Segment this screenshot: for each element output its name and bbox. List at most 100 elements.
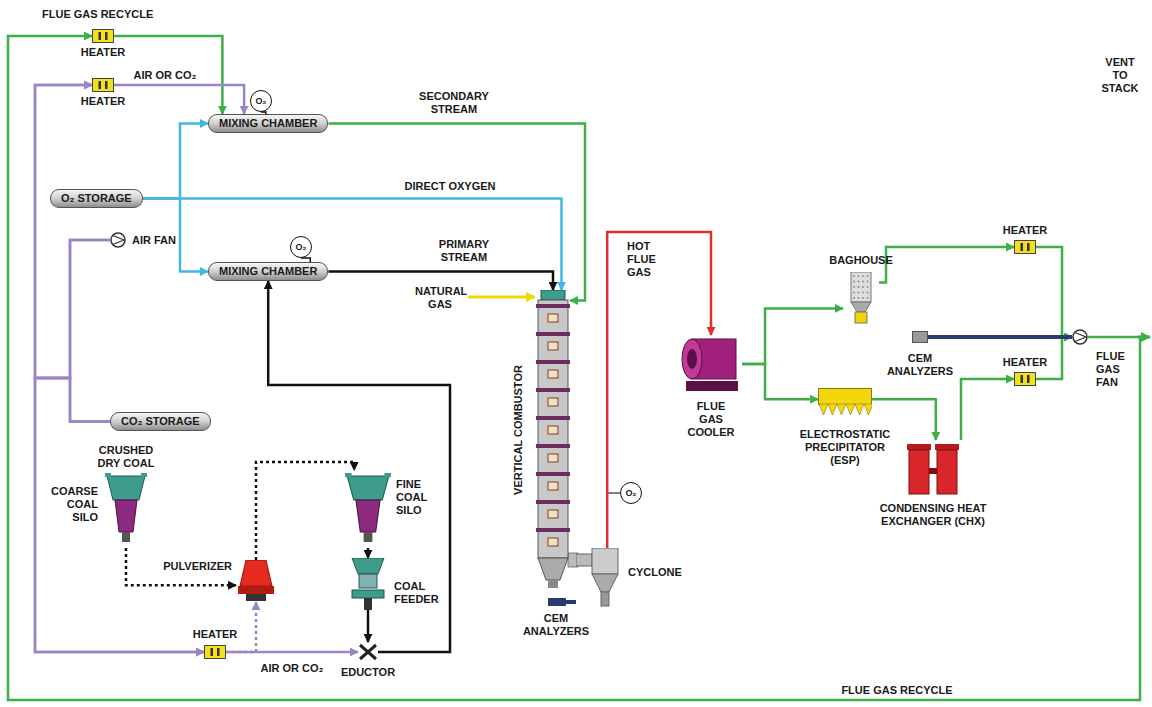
node-label: PULVERIZER (163, 560, 232, 573)
flow-line (268, 281, 450, 652)
flow-line (35, 240, 204, 652)
stream-label: PRIMARY STREAM (430, 238, 498, 264)
condensing-heat-exchanger: CONDENSING HEAT EXCHANGER (CHX) (905, 440, 961, 496)
vessel-box: MIXING CHAMBER (208, 114, 328, 133)
coal-feeder-shape (348, 558, 388, 610)
node-label: EDUCTOR (341, 666, 395, 679)
flow-line (961, 379, 1014, 440)
node-label: CRUSHED DRY COAL (93, 444, 159, 470)
cem-analyzer: CEM ANALYZERS (912, 331, 928, 343)
flow-line (742, 364, 818, 399)
flow-line (143, 199, 562, 291)
heater-symbol: HEATER (1014, 240, 1036, 254)
note-label: FLUE GAS RECYCLE (40, 8, 155, 21)
coal-silo-shape (345, 470, 391, 548)
vertical-combustor: VERTICAL COMBUSTOR (536, 290, 570, 590)
vent-arrow (1138, 336, 1150, 339)
eductor-symbol-shape (358, 642, 378, 662)
fan-symbol-shape (1072, 329, 1088, 345)
flow-line (126, 548, 236, 585)
node-label: HEATER (1003, 224, 1047, 237)
flow-line (143, 124, 208, 199)
node-label: ELECTROSTATIC PRECIPITATOR (ESP) (795, 428, 895, 467)
node-label: FLUE GAS COOLER (686, 400, 736, 439)
node-label: MIXING CHAMBER (219, 265, 317, 277)
flow-line (114, 85, 244, 114)
flow-line (256, 462, 354, 560)
baghouse: BAGHOUSE (843, 272, 879, 324)
note-label: VENT TO STACK (1096, 56, 1145, 95)
vertical-combustor-shape (536, 290, 570, 590)
flow-line (1036, 247, 1072, 337)
heater-symbol-shape (92, 29, 114, 43)
node-label: HEATER (1003, 356, 1047, 369)
node-label: O₂ (296, 241, 307, 254)
heater-symbol-shape (204, 645, 226, 659)
heater-symbol: HEATER (204, 645, 226, 659)
coal-silo: FINE COAL SILO (345, 470, 391, 548)
stream-label: SECONDARY STREAM (412, 90, 496, 116)
flow-line (566, 600, 576, 604)
node-label: CEM ANALYZERS (885, 352, 955, 378)
flow-line (328, 124, 585, 301)
flow-line (226, 602, 256, 652)
node-label: O₂ STORAGE (61, 192, 132, 204)
node-label: MIXING CHAMBER (219, 117, 317, 129)
flue-gas-cooler: FLUE GAS COOLER (680, 335, 742, 393)
o2-sensor: O₂ (250, 90, 272, 112)
fan-symbol: AIR FAN (110, 232, 126, 248)
flow-line (114, 36, 222, 114)
heater-symbol: HEATER (92, 29, 114, 43)
heater-symbol: HEATER (92, 78, 114, 92)
node-label: O₂ (626, 487, 637, 500)
note-label: FLUE GAS RECYCLE (839, 684, 954, 697)
flow-line (742, 308, 843, 364)
flow-line (8, 36, 1140, 700)
stream-label: AIR OR CO₂ (132, 69, 199, 82)
stream-label: AIR OR CO₂ (259, 662, 326, 675)
heater-symbol: HEATER (1014, 372, 1036, 386)
cem-analyzer: CEM ANALYZERS (548, 598, 566, 606)
cem-analyzer-shape (548, 598, 566, 606)
flow-line (35, 85, 110, 378)
node-label: CEM ANALYZERS (521, 612, 591, 638)
baghouse-shape (843, 272, 879, 324)
pulverizer-shape (236, 560, 276, 602)
fan-symbol: FLUE GAS FAN (1072, 329, 1088, 345)
cyclone: CYCLONE (576, 548, 624, 608)
eductor-symbol: EDUCTOR (358, 642, 378, 662)
flow-line (928, 335, 1072, 339)
coal-silo-shape (105, 470, 147, 548)
natural-gas-line (468, 296, 535, 299)
stream-label: DIRECT OXYGEN (402, 180, 497, 193)
node-label: CYCLONE (628, 566, 682, 579)
node-label: FLUE GAS FAN (1096, 350, 1136, 389)
node-label: CO₂ STORAGE (121, 415, 200, 427)
flow-line (879, 247, 1014, 282)
node-label: COARSE COAL SILO (43, 485, 98, 524)
vessel-box: MIXING CHAMBER (208, 262, 328, 281)
node-label: HEATER (81, 46, 125, 59)
node-label: HEATER (81, 95, 125, 108)
flue-gas-cooler-shape (680, 335, 742, 393)
node-label: O₂ (256, 95, 267, 108)
node-label: AIR FAN (132, 234, 176, 247)
heater-symbol-shape (92, 78, 114, 92)
node-label: CONDENSING HEAT EXCHANGER (CHX) (873, 502, 993, 528)
node-label: FINE COAL SILO (396, 478, 441, 517)
coal-silo: CRUSHED DRY COALCOARSE COAL SILO (105, 470, 147, 548)
note-label: NATURAL GAS (413, 285, 467, 311)
vessel-box: O₂ STORAGE (50, 189, 143, 208)
flow-line (35, 85, 110, 422)
vessel-box: CO₂ STORAGE (110, 412, 211, 431)
cyclone-shape (576, 548, 624, 608)
flow-line (367, 548, 370, 558)
o2-sensor: O₂ (620, 482, 642, 504)
heater-symbol-shape (1014, 372, 1036, 386)
electrostatic-precipitator-shape (818, 388, 872, 420)
flow-line (367, 610, 370, 642)
stream-label: HOT FLUE GAS (625, 240, 669, 279)
cem-analyzer-shape (912, 331, 928, 343)
